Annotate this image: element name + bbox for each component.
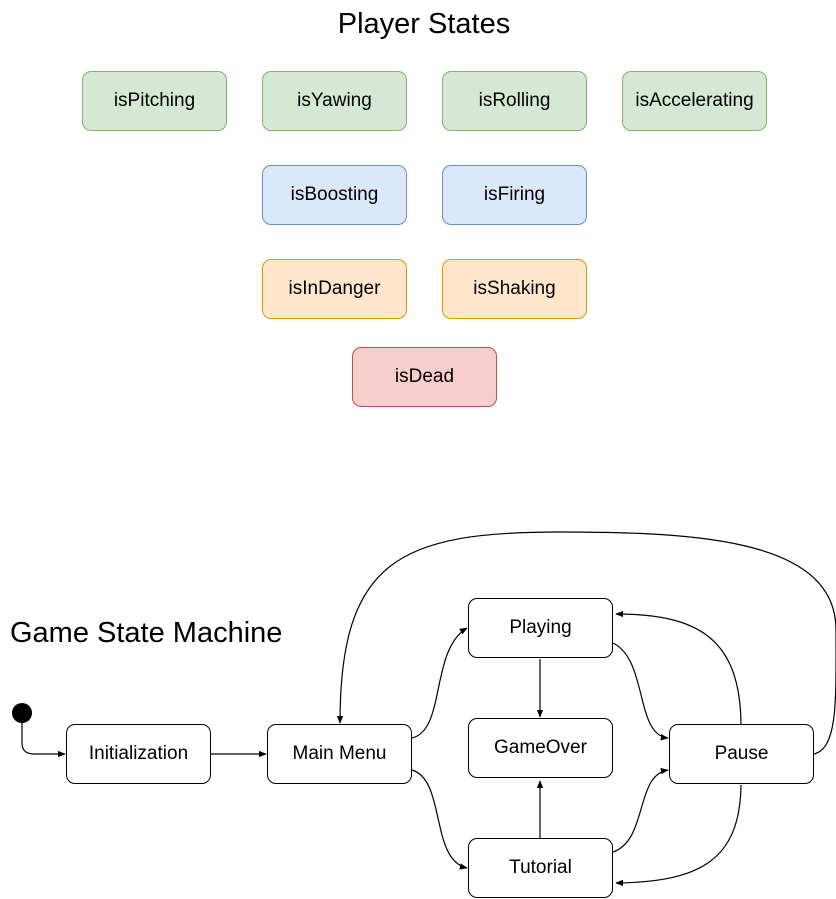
state-main-menu[interactable]: Main Menu bbox=[267, 724, 412, 784]
state-playing[interactable]: Playing bbox=[468, 598, 613, 658]
edge-tutorial-to-pause bbox=[612, 767, 669, 853]
edge-main-menu-to-tutorial bbox=[411, 769, 468, 870]
state-initialization[interactable]: Initialization bbox=[66, 724, 211, 784]
state-is-boosting[interactable]: isBoosting bbox=[262, 165, 407, 225]
edge-pause-to-tutorial bbox=[615, 784, 742, 887]
edge-start-to-initialization bbox=[21, 723, 66, 758]
game-state-machine-title: Game State Machine bbox=[10, 617, 283, 649]
state-is-pitching[interactable]: isPitching bbox=[82, 71, 227, 131]
state-pause[interactable]: Pause bbox=[669, 724, 814, 784]
state-is-rolling[interactable]: isRolling bbox=[442, 71, 587, 131]
state-is-accelerating[interactable]: isAccelerating bbox=[622, 71, 767, 131]
player-states-title: Player States bbox=[337, 8, 511, 40]
edge-playing-to-pause bbox=[612, 642, 669, 741]
state-is-firing[interactable]: isFiring bbox=[442, 165, 587, 225]
state-tutorial[interactable]: Tutorial bbox=[468, 838, 613, 898]
state-is-in-danger[interactable]: isInDanger bbox=[262, 259, 407, 319]
state-is-shaking[interactable]: isShaking bbox=[442, 259, 587, 319]
edge-main-menu-to-playing bbox=[411, 627, 468, 739]
initial-state-marker bbox=[12, 703, 32, 723]
state-is-yawing[interactable]: isYawing bbox=[262, 71, 407, 131]
state-game-over[interactable]: GameOver bbox=[468, 718, 613, 778]
edge-pause-to-playing bbox=[615, 610, 742, 725]
state-is-dead[interactable]: isDead bbox=[352, 347, 497, 407]
